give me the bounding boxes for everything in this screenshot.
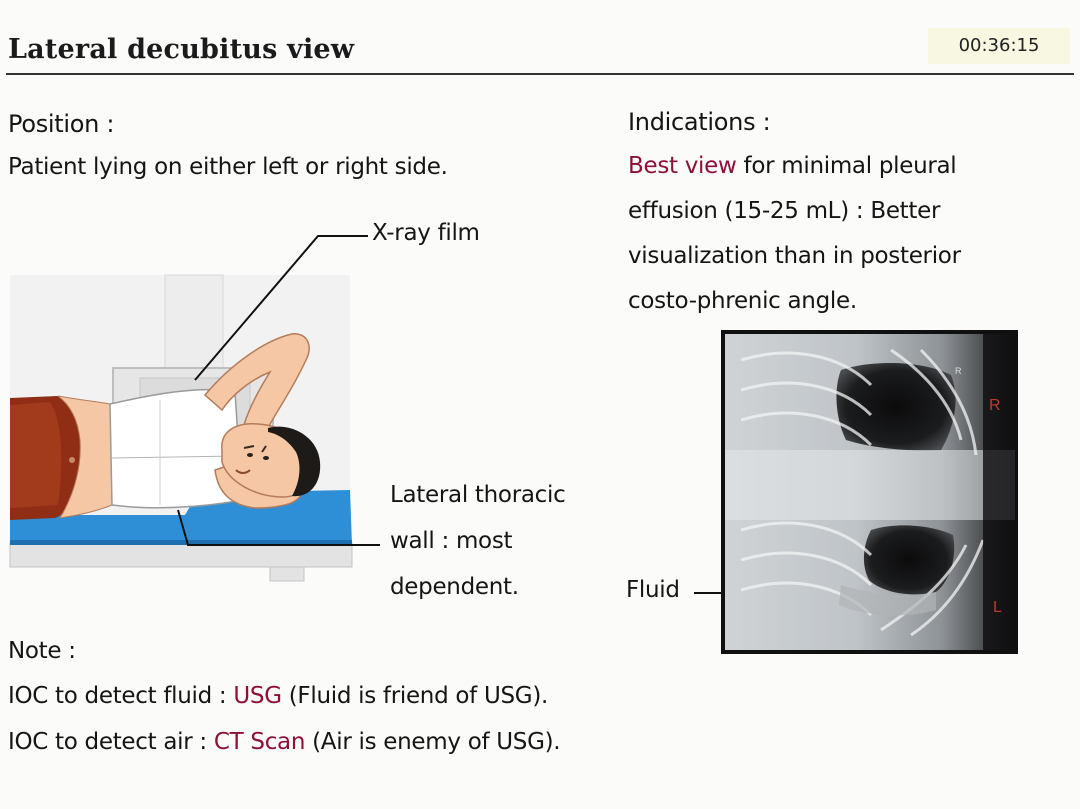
xray-spine: [725, 450, 1015, 520]
table-foot: [269, 566, 305, 582]
xray-upper-lung: [836, 363, 956, 451]
fluid-label: Fluid: [626, 577, 680, 603]
patient-illustration: [9, 274, 353, 582]
film-label: X-ray film: [372, 220, 480, 246]
note-line-2: IOC to detect air : CT Scan (Air is enem…: [8, 729, 561, 755]
xray-marker-l: L: [993, 599, 1002, 616]
shirt-fold: [111, 455, 239, 459]
wall-label-line-2: wall : most: [390, 528, 513, 554]
note-line-1-prefix: IOC to detect fluid :: [8, 683, 234, 709]
indications-heading: Indications :: [628, 108, 771, 136]
note-line-1-highlight: USG: [233, 683, 282, 709]
patient-eyebrow-2: [261, 445, 267, 453]
wall-label-line-3: dependent.: [390, 574, 519, 600]
note-line-2-highlight: CT Scan: [213, 729, 306, 755]
xray-fluid-layer: [839, 585, 936, 616]
note-line-2-suffix: (Air is enemy of USG).: [305, 729, 561, 755]
position-text: Patient lying on either left or right si…: [8, 154, 448, 180]
indication-line-4: costo-phrenic angle.: [628, 288, 857, 314]
patient-hips-shade: [10, 402, 62, 508]
indication-line-3: visualization than in posterior: [628, 243, 961, 269]
timer: 00:36:15: [928, 28, 1070, 64]
note-line-1: IOC to detect fluid : USG (Fluid is frie…: [8, 683, 548, 709]
patient-hair: [268, 426, 321, 497]
patient-navel: [69, 457, 75, 463]
note-heading: Note :: [8, 638, 76, 664]
patient-eyebrow: [243, 445, 255, 449]
xray-lower-lung: [863, 525, 955, 595]
xray-marker-r: R: [989, 397, 1001, 414]
patient-mouth: [235, 469, 251, 474]
wall-label-line-1: Lateral thoracic: [390, 482, 566, 508]
note-line-1-suffix: (Fluid is friend of USG).: [281, 683, 549, 709]
xray-marker-r-small: R: [955, 366, 962, 376]
indication-line-1: Best view for minimal pleural: [628, 153, 957, 179]
indication-line-1-rest: for minimal pleural: [736, 153, 957, 179]
title-divider: [6, 73, 1074, 75]
patient-eye: [247, 453, 253, 457]
xray-edge: [983, 334, 1015, 650]
patient-abdomen: [57, 395, 113, 519]
mat-edge: [10, 540, 352, 545]
page-title: Lateral decubitus view: [8, 34, 355, 65]
patient-eye-2: [263, 456, 269, 460]
indication-highlight: Best view: [628, 153, 737, 179]
note-line-2-prefix: IOC to detect air :: [8, 729, 214, 755]
position-heading: Position :: [8, 110, 115, 138]
chest-xray-image: R R L: [721, 330, 1018, 654]
indication-line-2: effusion (15-25 mL) : Better: [628, 198, 941, 224]
table-base: [9, 542, 353, 568]
